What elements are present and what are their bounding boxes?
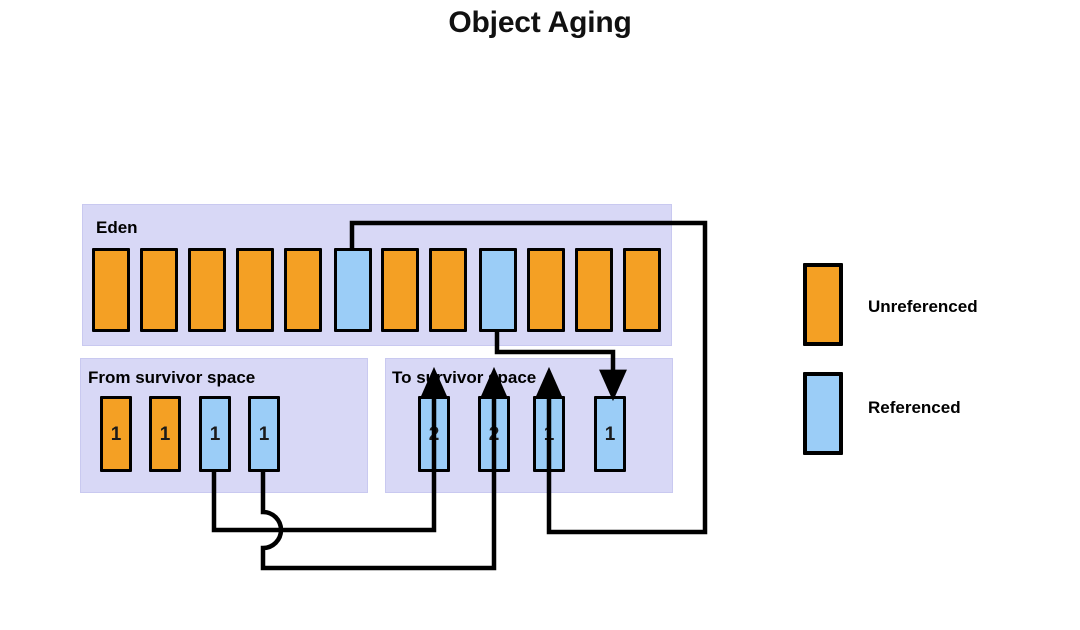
- legend-swatch-unreferenced: [803, 263, 843, 346]
- eden-block: [381, 248, 419, 332]
- eden-block: [188, 248, 226, 332]
- from-survivor-block: 1: [149, 396, 181, 472]
- eden-block: [429, 248, 467, 332]
- eden-block: [527, 248, 565, 332]
- to-survivor-label: To survivor space: [392, 368, 537, 387]
- from-survivor-block: 1: [248, 396, 280, 472]
- from-survivor-label: From survivor space: [88, 368, 256, 387]
- legend-label-referenced: Referenced: [868, 398, 961, 417]
- to-survivor-block: 2: [478, 396, 510, 472]
- eden-label: Eden: [96, 218, 138, 237]
- from-survivor-block: 1: [199, 396, 231, 472]
- eden-block: [236, 248, 274, 332]
- eden-block: [575, 248, 613, 332]
- legend-label-unreferenced: Unreferenced: [868, 297, 978, 316]
- eden-block: [479, 248, 517, 332]
- eden-block: [92, 248, 130, 332]
- eden-block: [623, 248, 661, 332]
- to-survivor-block: 1: [594, 396, 626, 472]
- from-survivor-block: 1: [100, 396, 132, 472]
- legend-swatch-referenced: [803, 372, 843, 455]
- eden-block: [140, 248, 178, 332]
- to-survivor-block: 2: [418, 396, 450, 472]
- eden-block: [284, 248, 322, 332]
- eden-block: [334, 248, 372, 332]
- to-survivor-block: 1: [533, 396, 565, 472]
- page-title: Object Aging: [448, 6, 632, 39]
